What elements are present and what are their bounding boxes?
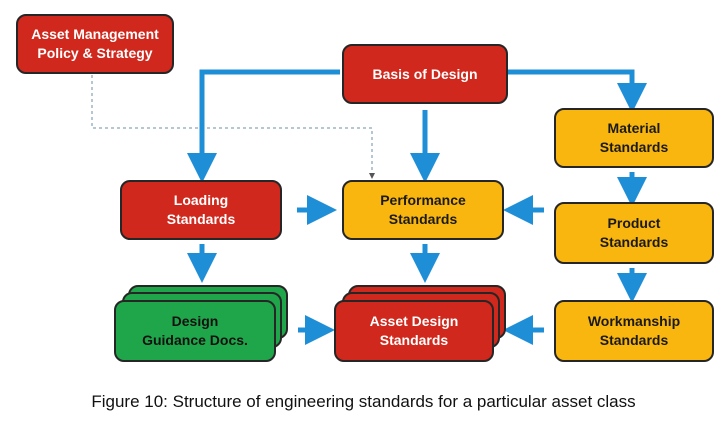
node-design-guidance-docs: Design Guidance Docs. bbox=[114, 300, 276, 362]
node-product-standards: Product Standards bbox=[554, 202, 714, 264]
node-asset-design-standards: Asset Design Standards bbox=[334, 300, 494, 362]
node-asset-management-policy: Asset Management Policy & Strategy bbox=[16, 14, 174, 74]
node-material-standards: Material Standards bbox=[554, 108, 714, 168]
dashed-connector-policy-performance bbox=[91, 75, 375, 179]
node-performance-standards: Performance Standards bbox=[342, 180, 504, 240]
arrow-basis-to-material bbox=[508, 69, 647, 113]
node-loading-standards: Loading Standards bbox=[120, 180, 282, 240]
figure-caption: Figure 10: Structure of engineering stan… bbox=[91, 392, 636, 411]
node-workmanship-standards: Workmanship Standards bbox=[554, 300, 714, 362]
arrow-basis-to-loading bbox=[187, 69, 340, 183]
node-basis-of-design: Basis of Design bbox=[342, 44, 508, 104]
